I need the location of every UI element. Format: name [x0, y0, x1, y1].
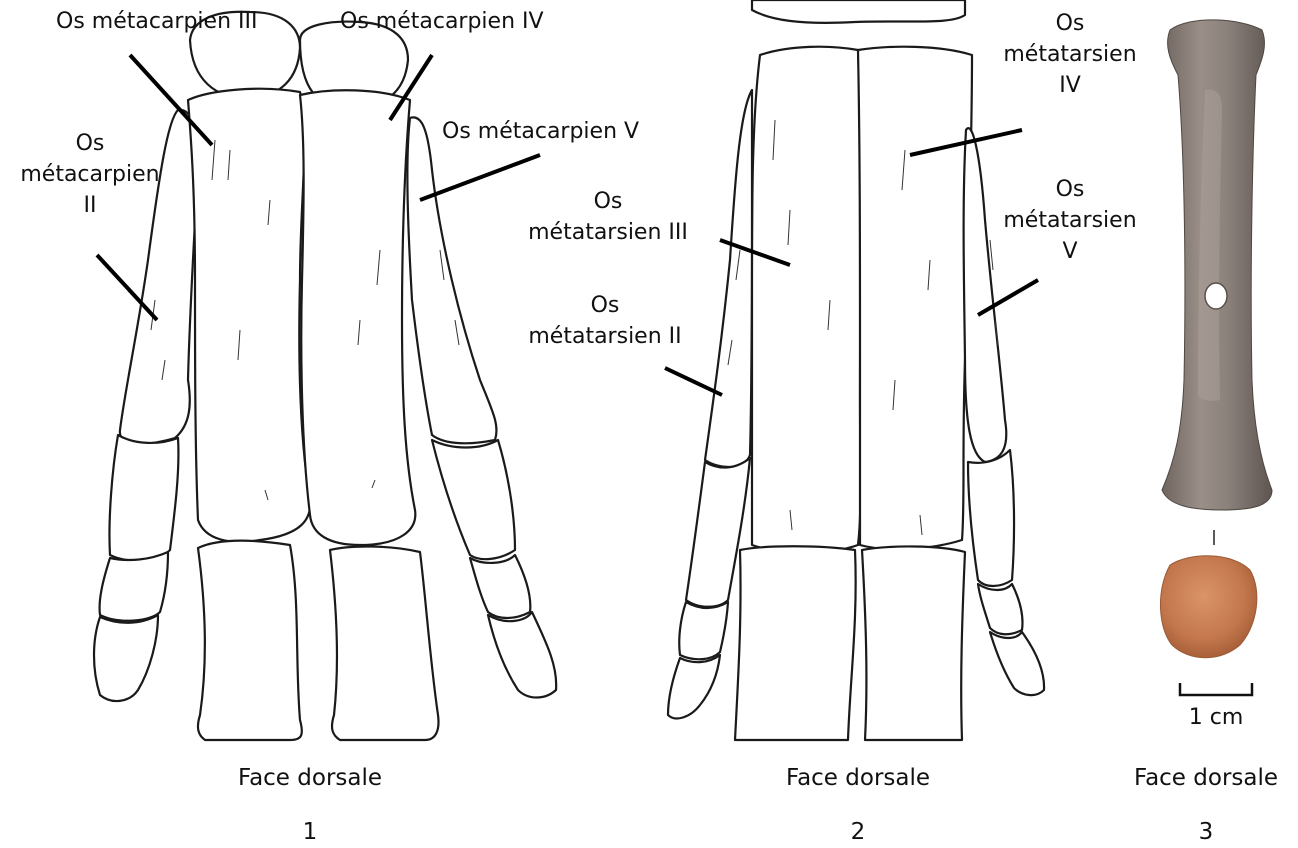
panel3-number: 3 — [1114, 818, 1298, 846]
phalanx-ii — [679, 602, 728, 659]
label-line: Os — [508, 186, 708, 217]
metatarsal-ii — [705, 90, 752, 467]
phalanx-ii — [109, 435, 178, 560]
label-metacarpal-v: Os métacarpien V — [442, 116, 639, 147]
label-metatarsal-ii: Os métatarsien II — [505, 290, 705, 352]
phalanx-iv — [862, 546, 965, 740]
phalanx-v — [978, 584, 1023, 634]
phalanx-iv — [330, 546, 438, 740]
label-metacarpal-iii: Os métacarpien III — [56, 6, 257, 37]
panel1-number: 1 — [200, 818, 420, 846]
label-line: Os — [990, 174, 1150, 205]
panel2-caption: Face dorsale — [748, 764, 968, 792]
label-metacarpal-ii: Os métacarpien II — [0, 128, 180, 221]
phalanx-v — [470, 555, 530, 618]
label-metatarsal-iv: Os métatarsien IV — [990, 8, 1150, 101]
scale-bar-label: 1 cm — [1166, 702, 1266, 733]
sesamoid-bone-photo — [1160, 556, 1256, 658]
label-line: IV — [990, 70, 1150, 101]
phalanx-iii — [735, 546, 856, 740]
metacarpal-iv — [300, 90, 415, 545]
label-line: Os — [990, 8, 1150, 39]
hoof-v — [990, 632, 1044, 695]
tarsal-bone — [752, 0, 965, 23]
label-metatarsal-v: Os métatarsien V — [990, 174, 1150, 267]
leader-line-mt2 — [665, 368, 722, 395]
label-line: V — [990, 236, 1150, 267]
hoof-ii — [668, 655, 720, 718]
panel2-drawing — [665, 0, 1044, 740]
label-line: métatarsien — [990, 39, 1150, 70]
label-line: métatarsien — [990, 205, 1150, 236]
phalanx-v — [968, 450, 1014, 586]
panel3-caption: Face dorsale — [1114, 764, 1298, 792]
hoof-ii — [94, 615, 158, 701]
scale-bar — [1180, 683, 1252, 695]
phalanx-ii — [100, 552, 168, 621]
panel3-photo — [1160, 20, 1272, 695]
phalanx-iii — [198, 541, 302, 740]
metacarpal-iii — [188, 89, 310, 542]
panel1-caption: Face dorsale — [200, 764, 420, 792]
label-line: Os — [505, 290, 705, 321]
metatarsal-iii — [752, 47, 861, 553]
phalanx-v — [432, 440, 515, 559]
metacarpal-v — [407, 117, 496, 443]
foramen-hole — [1205, 283, 1227, 309]
label-line: métatarsien III — [508, 217, 708, 248]
label-line: II — [0, 190, 180, 221]
panel2-number: 2 — [748, 818, 968, 846]
label-metacarpal-iv: Os métacarpien IV — [340, 6, 544, 37]
label-line: métacarpien — [0, 159, 180, 190]
hoof-v — [488, 612, 556, 698]
label-line: métatarsien II — [505, 321, 705, 352]
label-metatarsal-iii: Os métatarsien III — [508, 186, 708, 248]
metatarsal-iv — [858, 47, 972, 549]
label-line: Os — [0, 128, 180, 159]
